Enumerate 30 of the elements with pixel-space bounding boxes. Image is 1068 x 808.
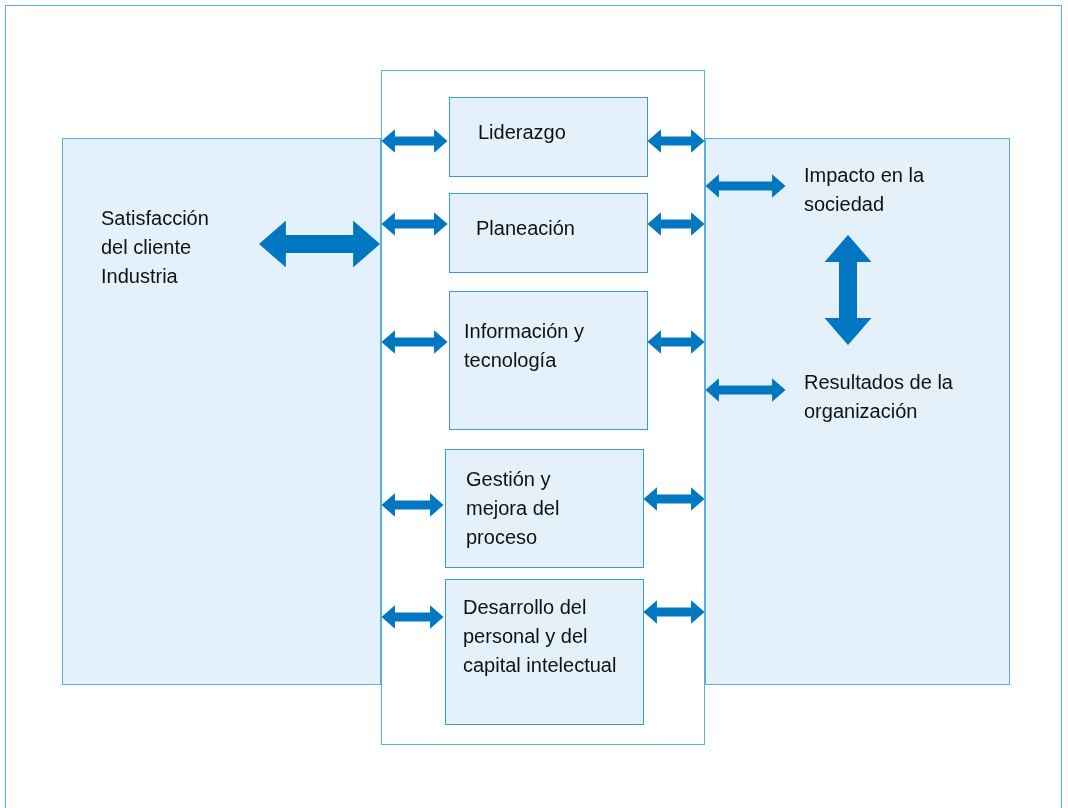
box-label: Planeación [476,216,576,241]
process-box [445,449,644,568]
box-label: Liderazgo [478,120,567,145]
process-box [445,579,644,725]
double-arrow [643,487,705,511]
box-label: Desarrollo del personal y del capital intelectual [463,595,617,678]
double-arrow [643,600,705,624]
side-panel [62,138,381,685]
double-arrow [381,129,448,153]
double-arrow [381,493,444,517]
double-arrow [381,212,448,236]
double-arrow [258,220,381,268]
center-panel [381,70,705,745]
side-panel [705,138,1010,685]
double-arrow [647,330,705,354]
double-arrow [647,212,705,236]
process-box [449,97,648,177]
double-arrow [647,129,705,153]
text-label: Satisfacción del cliente Industria [101,204,259,299]
double-arrow [705,378,786,402]
text-label: Impacto en la sociedad [787,161,987,235]
double-arrow [381,605,444,629]
process-box [449,291,648,430]
process-box [449,193,648,273]
double-arrow [381,330,448,354]
double-arrow [824,234,872,346]
box-label: Gestión y mejora del proceso [466,467,561,550]
box-label: Información y tecnología [464,319,586,373]
double-arrow [705,174,786,198]
text-label: Resultados de la organización [787,347,1007,433]
